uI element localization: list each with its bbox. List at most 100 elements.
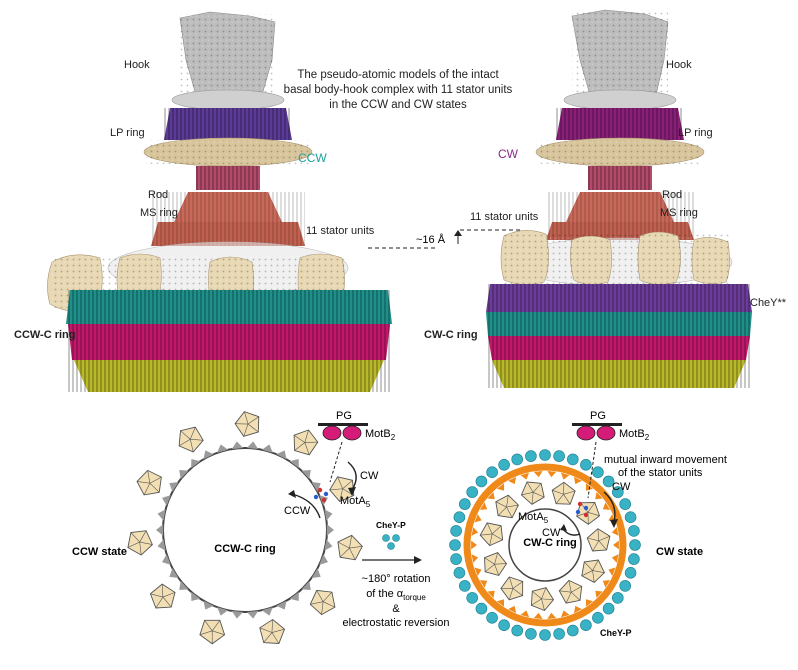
ccw-l-ring-texture: [146, 140, 310, 164]
cw-charge-dots: [575, 501, 589, 518]
ccw-ring-tooth: [276, 600, 287, 610]
cw-l-ring-texture: [538, 140, 702, 164]
cw-chey-bead: [624, 566, 637, 579]
ccw-ring-tooth: [276, 450, 287, 460]
cw-stator-pentagon: [484, 552, 508, 576]
cw-orange-tooth: [471, 554, 479, 563]
cw-chey-bead: [486, 466, 498, 479]
ccw-ccw-arrow: [291, 493, 321, 519]
ccw-ring-tooth: [246, 610, 259, 619]
ccw-basal-body-model: [47, 11, 392, 392]
cw-orange-tooth: [533, 471, 543, 478]
ccw-ring-tooth: [231, 441, 244, 450]
ccw-ring-tooth: [191, 458, 201, 469]
ccw-motb-left: [322, 425, 342, 441]
ccw-charge-dots: [313, 487, 329, 503]
ccw-c-ring-circle: [162, 447, 328, 613]
cw-lp-ring-texture: [556, 108, 684, 140]
cw-chey-bead: [449, 539, 461, 551]
cw-model-labels: Hook LP ring CW Rod MS ring 11 stator un…: [424, 59, 787, 341]
cw-state-schematic: CW-C ring CW state CheY-P PG MotB2 mutua…: [449, 410, 727, 641]
cw-chey-bead: [466, 486, 479, 498]
cw-chey-bead: [580, 619, 592, 632]
ccw-stator-label: 11 stator units: [306, 225, 375, 237]
ccw-state-schematic: CCW-C ring CCW state PG MotB2 CW MotA5 C…: [72, 410, 396, 645]
cw-mota-label: MotA5: [518, 511, 549, 525]
cw-orange-tooth: [585, 599, 594, 607]
cw-orange-tooth: [487, 590, 495, 599]
cw-stator-pentagon: [551, 481, 576, 505]
cw-orange-tooth: [479, 580, 488, 588]
ccw-ring-tooth: [301, 580, 311, 590]
title-line-2: basal body-hook complex with 11 stator u…: [284, 84, 513, 96]
cw-outer-cw-arrowhead: [610, 519, 618, 528]
ccw-ring-tooth: [179, 470, 189, 480]
cw-chey-bead: [539, 449, 551, 461]
cw-hook-texture: [572, 12, 668, 96]
shift-arrow-head: [454, 230, 462, 236]
title-line-3: in the CCW and CW states: [329, 99, 467, 111]
cw-inner-cw-label: CW: [542, 527, 561, 539]
cw-chey-bead: [580, 458, 592, 471]
cw-hook-cap: [563, 89, 677, 111]
ccw-ring-tooth: [231, 610, 244, 619]
cw-motb-label: MotB2: [619, 428, 650, 442]
transition-annotation: CheY-P ~180° rotation of the αtorque & e…: [343, 520, 450, 629]
ccw-ring-tooth: [157, 539, 166, 551]
cw-chey-bead: [453, 511, 466, 524]
shift-label: ~16 Å: [416, 233, 446, 246]
cw-hook-label: Hook: [666, 59, 692, 71]
cw-stator-pentagon: [495, 494, 519, 519]
cw-orange-tooth: [611, 554, 619, 563]
cw-orange-tooth: [479, 502, 488, 510]
ccw-ms-ring-texture: [151, 192, 305, 246]
cw-chey-bead: [525, 628, 537, 640]
cw-chey-bead: [553, 450, 565, 462]
ccw-model-labels: Hook LP ring CCW Rod MS ring 11 stator u…: [14, 59, 375, 341]
cw-stator-pentagon: [479, 522, 504, 547]
cw-orange-tooth: [595, 590, 603, 599]
cw-pg-bar: [572, 423, 622, 426]
ccw-lp-ring-label: LP ring: [110, 127, 145, 139]
ccw-ring-tooth: [289, 591, 299, 602]
ccw-ring-tooth: [326, 524, 334, 536]
transition-arrowhead: [414, 556, 422, 564]
chey-p-dots: [382, 534, 400, 550]
ccw-stator-pentagons: [127, 411, 363, 645]
cw-orange-teeth: [471, 471, 619, 619]
cw-chey-bead: [611, 486, 624, 498]
ccw-motb-right: [342, 425, 362, 441]
cw-pg-label: PG: [590, 410, 606, 422]
ccw-ccw-label: CCW: [284, 505, 311, 517]
cw-state-title: CW state: [656, 546, 703, 558]
ccw-ring-tooth: [162, 495, 171, 506]
cw-orange-tooth: [487, 491, 495, 500]
cw-orange-tooth: [496, 599, 505, 607]
ccw-rod-label: Rod: [148, 189, 168, 201]
ccw-ring-tooth: [179, 580, 189, 590]
cw-rod-texture: [588, 166, 652, 190]
ccw-stator-pentagon: [259, 618, 286, 644]
cw-chey-bead: [498, 619, 510, 632]
cw-chey-bead: [619, 498, 632, 510]
ccw-ring-tooth: [217, 444, 229, 453]
ccw-state-title: CCW state: [72, 546, 127, 558]
cw-orange-tooth: [547, 612, 557, 619]
cw-orange-tooth: [508, 476, 517, 485]
ccw-lp-ring-texture: [164, 108, 292, 140]
cw-ms-ring-texture: [546, 192, 694, 240]
ccw-ring-tooth: [191, 591, 201, 602]
cw-chey-bead: [628, 553, 640, 565]
ccw-ring-tooth: [203, 600, 214, 610]
cw-motb-left: [576, 425, 596, 441]
cw-orange-tooth: [471, 527, 479, 536]
cw-chey-bead: [539, 629, 551, 641]
ccw-stator-pentagon: [309, 589, 336, 616]
cw-chey-bead: [486, 611, 498, 624]
cw-chey-bead: [475, 602, 488, 615]
movement-line-1: mutual inward movement: [604, 454, 727, 466]
cw-chey-bead: [611, 592, 624, 604]
cw-orange-tooth: [602, 502, 611, 510]
cw-chey-bead: [624, 511, 637, 524]
